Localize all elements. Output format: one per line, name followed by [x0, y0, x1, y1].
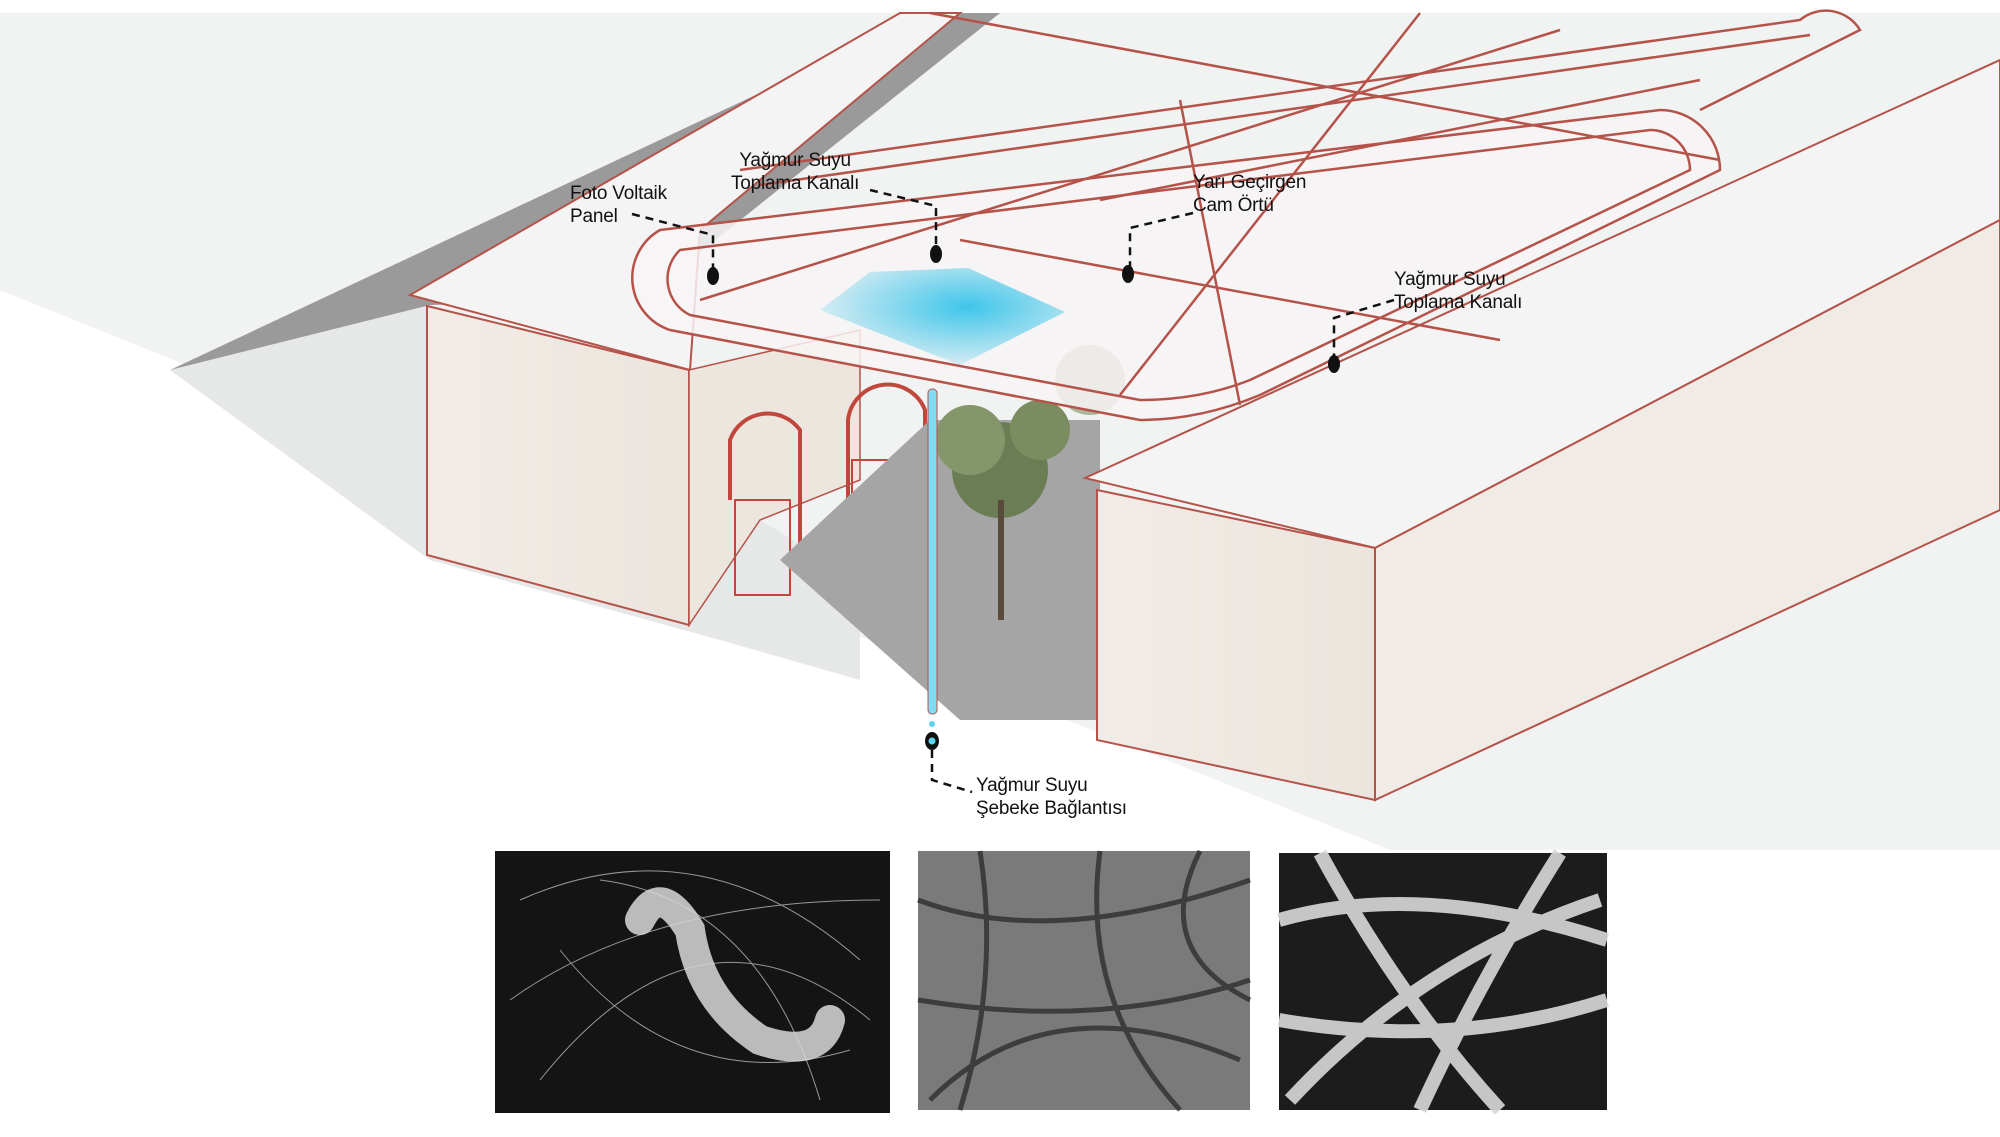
rainwater-downpipe [927, 388, 938, 715]
label-line: Yağmur Suyu [976, 775, 1088, 796]
label-line: Yağmur Suyu [1394, 269, 1506, 290]
marker-glass [1122, 265, 1134, 283]
leader-lines [631, 188, 1395, 794]
right-roof [1081, 58, 2000, 550]
water-glass-panel [820, 268, 1065, 365]
arched-windows [728, 382, 927, 596]
label-photovoltaic-panel: Foto Voltaik Panel [570, 182, 667, 228]
label-line: Toplama Kanalı [731, 173, 860, 194]
label-rainwater-channel-left: Yağmur Suyu Toplama Kanalı [731, 149, 859, 195]
label-rainwater-network-connection: Yağmur Suyu Şebeke Bağlantısı [976, 774, 1127, 820]
marker-photovoltaic [707, 267, 719, 285]
label-line: Şebeke Bağlantısı [976, 798, 1127, 819]
left-roof [407, 12, 963, 372]
photo-fiber-micrograph [917, 849, 1252, 1112]
label-rainwater-channel-right: Yağmur Suyu Toplama Kanalı [1394, 268, 1522, 314]
label-line: Yarı Geçirgen [1193, 172, 1307, 193]
right-building-side [1374, 218, 2000, 802]
marker-channel-left [930, 245, 942, 263]
label-line: Yağmur Suyu [739, 150, 851, 171]
photo-silkworm [495, 851, 890, 1113]
label-line: Panel [570, 206, 618, 227]
photo-fiber-closeup [1277, 849, 1610, 1115]
label-semi-transparent-glass: Yarı Geçirgen Cam Örtü [1193, 171, 1306, 217]
marker-channel-right [1328, 355, 1340, 373]
label-line: Toplama Kanalı [1394, 292, 1523, 313]
label-line: Cam Örtü [1193, 195, 1274, 216]
label-line: Foto Voltaik [570, 183, 667, 204]
